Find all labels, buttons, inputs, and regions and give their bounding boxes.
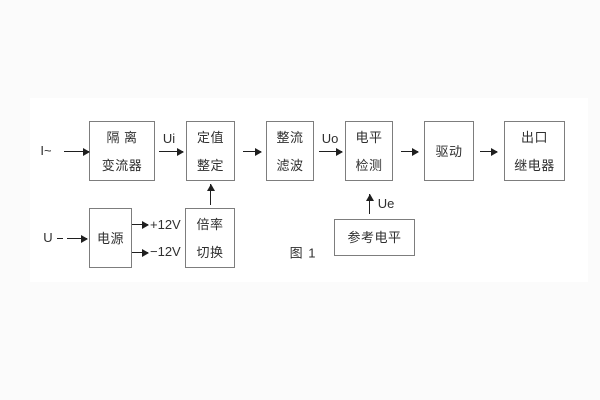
block-rectifier-filter: 整流 滤波 [266,121,314,181]
figure-caption: 图 1 [289,245,317,261]
block-label: 出口 [520,129,548,145]
block-label: 检测 [355,157,383,173]
block-isolation-transformer: 隔 离 变流器 [89,121,155,181]
block-drive: 驱动 [424,121,474,181]
block-label: 倍率 [196,216,224,232]
arrow-ratio-to-setting-icon [206,184,215,205]
block-label: 驱动 [435,143,463,159]
block-setting-adjust: 定值 整定 [186,121,235,181]
block-power-supply: 电源 [89,208,132,268]
signal-neg12v-label: −12V [150,244,181,259]
arrow-rectifier-to-level-icon [319,147,343,156]
input-voltage-label: U [43,230,53,245]
block-label: 整定 [196,157,224,173]
signal-ue-label: Ue [377,196,395,211]
input-current-label: I~ [40,143,52,158]
arrow-neg12v-icon [132,248,149,257]
block-label: 变流器 [101,157,143,173]
arrow-reference-to-level-icon [365,194,374,214]
voltage-input-dash-icon [57,238,63,239]
block-output-relay: 出口 继电器 [504,121,565,181]
block-ratio-switch: 倍率 切换 [185,208,235,268]
signal-pos12v-label: +12V [150,217,181,232]
block-label: 整流 [276,129,304,145]
arrow-level-to-drive-icon [401,147,419,156]
arrow-drive-to-relay-icon [480,147,498,156]
block-label: 继电器 [514,157,555,173]
block-reference-level: 参考电平 [334,219,415,256]
signal-ui-label: Ui [162,131,176,146]
block-level-detect: 电平 检测 [345,121,393,181]
arrow-isolation-to-setting-icon [159,147,184,156]
arrow-pos12v-icon [132,220,149,229]
signal-uo-label: Uo [321,131,339,146]
arrow-setting-to-rectifier-icon [243,147,262,156]
block-label: 切换 [196,244,224,260]
block-label: 参考电平 [347,230,402,245]
block-label: 电源 [96,230,124,246]
block-label: 隔 离 [106,129,138,145]
block-label: 定值 [196,129,224,145]
block-label: 电平 [355,129,383,145]
block-label: 滤波 [276,157,304,173]
arrow-current-input-icon [64,147,90,156]
arrow-voltage-input-icon [67,234,88,243]
